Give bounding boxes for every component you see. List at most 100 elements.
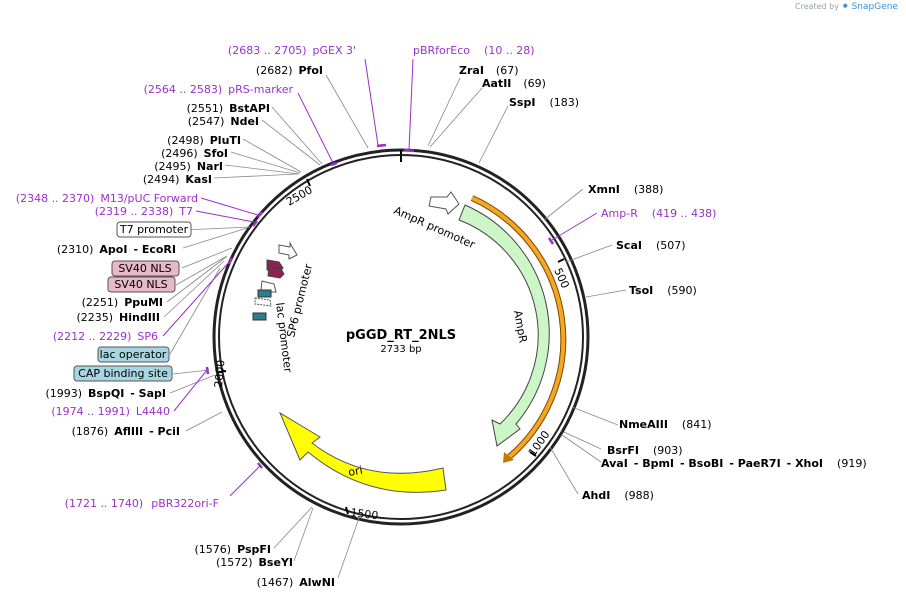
ampr-primer-track xyxy=(471,196,566,460)
leader-tsoi xyxy=(585,289,627,298)
site-label-bspqi-sapi: (1993)BspQI- SapI xyxy=(45,387,166,400)
ampr-feature-arrow xyxy=(458,204,550,447)
ampr-primer-track-arrowhead xyxy=(503,452,514,463)
primer-label-pbrforeco: pBRforEco(10 .. 28) xyxy=(413,44,535,57)
plasmid-name: pGGD_RT_2NLS xyxy=(346,328,456,343)
ampr-label: AmpR xyxy=(511,309,530,344)
ori-label: ori xyxy=(347,464,363,479)
feature-box-t7-bg xyxy=(116,221,192,238)
site-label-bsrfi: BsrFI(903) xyxy=(607,444,683,457)
leader-bspqi xyxy=(169,374,216,394)
leader-bsrfi xyxy=(563,431,602,450)
leader-m13 xyxy=(200,197,259,216)
leader-lines xyxy=(163,74,627,579)
leader-alwni xyxy=(337,517,360,579)
leader-ppumi xyxy=(166,256,227,303)
leader-pbr322ori-f xyxy=(229,465,261,497)
primer-mark-pbrforeco xyxy=(403,148,415,153)
feature-box-cap-label: CAP binding site xyxy=(78,367,168,380)
tick-label-2000: 2000 xyxy=(212,359,227,388)
primer-mark-m13 xyxy=(257,211,263,218)
site-label-aatii: AatII(69) xyxy=(482,77,546,90)
leader-pspfi xyxy=(273,506,313,549)
site-label-hindiii: (2235)HindIII xyxy=(76,311,160,324)
primer-label-pbr322ori-f: (1721 .. 1740)pBR322ori-F xyxy=(65,497,219,510)
leader-ahdi xyxy=(549,446,579,495)
sp6-promoter-arrow xyxy=(260,280,277,293)
leader-sspi xyxy=(478,105,509,164)
feature-box-t7-promoter: T7 promoter xyxy=(116,221,192,238)
snapgene-logo: ⚫ xyxy=(841,2,850,12)
site-label-apoi-ecori: (2310)ApoI- EcoRI xyxy=(57,243,176,256)
feature-box-sv40-nls-1: SV40 NLS xyxy=(111,260,180,277)
site-label-scai: ScaI(507) xyxy=(616,239,686,252)
site-label-alwni: (1467)AlwNI xyxy=(257,576,335,589)
site-label-xmni: XmnI(388) xyxy=(588,183,663,196)
ampr-promoter-arrow xyxy=(428,191,460,215)
lac-promoter-arrow xyxy=(254,297,272,307)
site-label-pluti: (2498)PluTI xyxy=(167,134,241,147)
site-label-ahdi: AhdI(988) xyxy=(582,489,654,502)
tick-2000 xyxy=(218,370,227,373)
tick-1500 xyxy=(345,506,349,515)
site-label-bseyi: (1572)BseYI xyxy=(216,556,293,569)
primer-leader-lines xyxy=(162,58,598,497)
site-label-avai-group: AvaI- BpmI- BsoBI- PaeR7I- XhoI(919) xyxy=(601,457,867,470)
leader-cap-binding-site xyxy=(172,369,210,375)
tick-2500 xyxy=(306,178,311,187)
leader-kasi xyxy=(213,173,299,179)
feature-box-sv40-1-bg xyxy=(111,260,180,277)
tick-1000 xyxy=(529,451,537,457)
cap-binding-site-box xyxy=(252,312,267,321)
site-label-afliii-pcii: (1876)AflIII- PciI xyxy=(72,425,180,438)
primer-mark-prs-marker xyxy=(330,161,338,167)
leader-pgex3 xyxy=(364,58,379,146)
primer-mark-pbr322ori xyxy=(257,462,263,469)
primer-mark-pgex3 xyxy=(376,143,387,148)
site-label-zrai: ZraI(67) xyxy=(459,64,519,77)
site-label-tsoi: TsoI(590) xyxy=(629,284,697,297)
feature-box-lac-operator: lac operator xyxy=(97,346,170,363)
primer-mark-sp6 xyxy=(227,257,234,265)
leader-pfoi xyxy=(325,74,369,149)
feature-box-t7-label: T7 promoter xyxy=(119,223,189,236)
leader-nari xyxy=(224,164,300,175)
feature-box-sv40-nls-2: SV40 NLS xyxy=(107,276,176,293)
leader-pbrforeco xyxy=(408,58,414,151)
sv40-nls-arrow-2 xyxy=(267,266,285,279)
feature-box-sv40-1-label: SV40 NLS xyxy=(118,262,171,275)
leader-sv40-nls-1 xyxy=(181,247,233,269)
leader-l4440 xyxy=(173,369,208,412)
site-label-pfoi: (2682)PfoI xyxy=(256,64,323,77)
ori-feature-arrow xyxy=(278,411,447,493)
primer-label-prs-marker: (2564 .. 2583)pRS-marker xyxy=(144,83,294,96)
leader-t7-primer xyxy=(195,210,255,223)
leader-prs-marker xyxy=(297,92,334,164)
feature-box-sv40-2-bg xyxy=(107,276,176,293)
leader-xmni xyxy=(543,188,584,221)
primer-mark-ampr xyxy=(547,237,555,245)
credit-brand: SnapGene xyxy=(851,2,898,12)
feature-box-lac-operator-bg xyxy=(97,346,170,363)
leader-ndei xyxy=(261,119,321,166)
primer-label-l4440: (1974 .. 1991)L4440 xyxy=(51,405,170,418)
plasmid-size: 2733 bp xyxy=(380,344,421,355)
primer-marks xyxy=(205,143,555,469)
feature-box-cap-binding-site: CAP binding site xyxy=(73,365,173,382)
site-label-pspfi: (1576)PspFI xyxy=(195,543,271,556)
lac-operator-box xyxy=(257,289,272,298)
leader-pluti xyxy=(242,138,302,173)
leader-afliii xyxy=(185,411,223,432)
leader-sfoi xyxy=(230,151,301,174)
site-label-nari: (2495)NarI xyxy=(154,160,223,173)
site-label-ppumi: (2251)PpuMI xyxy=(82,296,163,309)
site-label-bstapi: (2551)BstAPI xyxy=(187,102,270,115)
leader-t7-promoter xyxy=(182,226,251,231)
leader-hindiii xyxy=(163,260,225,318)
t7-promoter-arrow xyxy=(278,241,298,260)
leader-nmeaiii xyxy=(571,406,619,426)
site-label-sfoi: (2496)SfoI xyxy=(161,147,228,160)
leader-sv40-nls-2 xyxy=(175,255,228,286)
leader-aatii xyxy=(429,87,483,148)
